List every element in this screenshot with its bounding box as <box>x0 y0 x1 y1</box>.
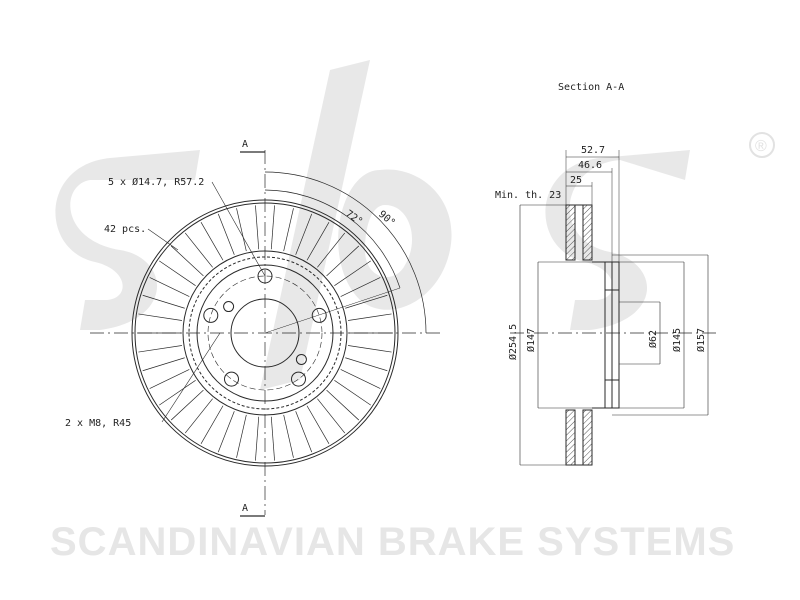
dia-147-label: Ø147 <box>525 328 537 352</box>
min-thickness-label: Min. th. 23 <box>495 190 561 201</box>
cooling-vane <box>283 414 294 458</box>
threads-leader <box>161 332 221 423</box>
cooling-vane <box>295 213 313 255</box>
cooling-vane <box>334 380 371 406</box>
cooling-vane <box>270 416 275 461</box>
cooling-vane <box>184 398 213 434</box>
angle-arc-90 <box>264 171 427 334</box>
cooling-vane <box>236 208 247 252</box>
cooling-vanes <box>137 205 393 461</box>
angle-arc-radial <box>264 287 401 334</box>
cooling-vane <box>334 260 371 286</box>
cooling-vane <box>138 345 182 353</box>
section-title: Section A-A <box>558 82 624 93</box>
cooling-vane <box>340 369 381 389</box>
threads-label: 2 x M8, R45 <box>65 418 131 429</box>
bolt-hole <box>223 371 239 387</box>
dia-145-label: Ø145 <box>671 328 683 352</box>
dia-254-5-label: Ø254.5 <box>507 324 519 360</box>
cooling-vane <box>184 232 213 268</box>
cooling-vane <box>255 205 260 250</box>
registered-mark: ® <box>755 138 767 155</box>
bolt-hole <box>203 307 219 323</box>
cooling-vane <box>345 357 388 372</box>
cooling-vane <box>270 205 275 250</box>
bolt-hole <box>291 371 307 387</box>
dim-52-7-label: 52.7 <box>581 145 605 156</box>
sbs-watermark-logo <box>55 60 690 390</box>
friction-ring-outer-face-bottom <box>565 409 576 466</box>
cooling-vane <box>348 345 392 353</box>
cooling-vane <box>317 398 346 434</box>
dia-157-label: Ø157 <box>695 328 707 352</box>
cooling-vane <box>317 232 346 268</box>
cooling-vane <box>326 389 360 421</box>
cooling-vane <box>142 294 185 309</box>
registered-circle <box>749 132 775 158</box>
cooling-vane <box>149 369 190 389</box>
section-marker-bottom: A <box>242 503 248 514</box>
vanes-label: 42 pcs. <box>104 224 146 235</box>
cooling-vane <box>348 313 392 321</box>
cooling-vane <box>326 245 360 277</box>
friction-ring-outer-face-top <box>565 204 576 261</box>
cooling-vane <box>345 294 388 309</box>
cooling-vane <box>306 221 330 261</box>
cooling-vane <box>217 411 235 453</box>
friction-ring-inner-face-bottom <box>582 409 593 466</box>
cooling-vane <box>142 357 185 372</box>
cooling-vane <box>159 260 196 286</box>
dim-46-6-label: 46.6 <box>578 160 602 171</box>
cooling-vane <box>138 313 182 321</box>
thread-hole <box>223 301 235 313</box>
angle-arc-72 <box>264 189 401 289</box>
thread-hole <box>295 353 307 365</box>
front-view <box>90 150 440 517</box>
cooling-vane <box>217 213 235 255</box>
cooling-vane <box>283 208 294 252</box>
section-marker-top: A <box>242 139 248 150</box>
bolt-hole <box>311 307 327 323</box>
friction-ring-inner-face-top <box>582 204 593 261</box>
cooling-vane <box>159 380 196 406</box>
cooling-vane <box>236 414 247 458</box>
cooling-vane <box>170 389 204 421</box>
cooling-vane <box>200 221 224 261</box>
bolt-holes-label: 5 x Ø14.7, R57.2 <box>108 176 204 188</box>
section-view <box>510 150 720 466</box>
cooling-vane <box>306 405 330 445</box>
cooling-vane <box>200 405 224 445</box>
bolt-leader <box>211 181 266 277</box>
cooling-vane <box>295 411 313 453</box>
angle-90-label: 90° <box>376 209 397 229</box>
brand-banner: SCANDINAVIAN BRAKE SYSTEMS <box>50 520 735 564</box>
hat-profile <box>592 261 613 409</box>
cooling-vane <box>255 416 260 461</box>
bolt-circle <box>207 275 323 391</box>
cooling-vane <box>170 245 204 277</box>
vanes-leader <box>147 228 179 251</box>
cooling-vane <box>149 277 190 297</box>
dim-25-label: 25 <box>570 175 582 186</box>
dia-62-label: Ø62 <box>647 330 659 348</box>
cooling-vane <box>340 277 381 297</box>
